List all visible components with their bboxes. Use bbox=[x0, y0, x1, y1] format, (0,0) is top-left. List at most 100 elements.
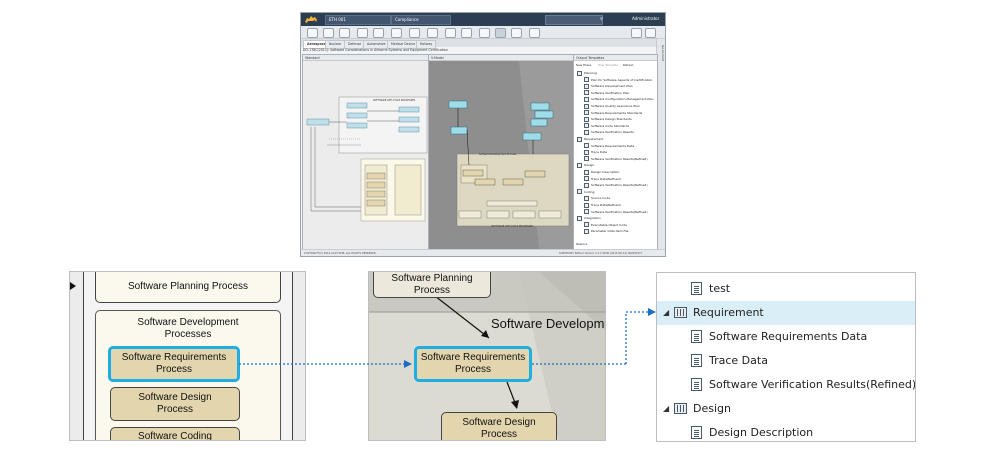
coding-process-box[interactable]: Software Coding bbox=[110, 427, 240, 440]
output-template-item[interactable]: Software Verification Results bbox=[576, 129, 634, 136]
export-icon[interactable] bbox=[529, 28, 540, 38]
document-icon bbox=[584, 176, 589, 182]
folder-group-icon bbox=[577, 70, 582, 76]
tree-row-label: Requirement bbox=[693, 306, 764, 319]
tab-railway[interactable]: Railway bbox=[416, 40, 437, 49]
output-template-item[interactable]: Parameter Data Item File bbox=[576, 228, 628, 235]
vmodel-diagram bbox=[429, 61, 574, 249]
output-phase-item[interactable]: Requirement bbox=[576, 136, 603, 143]
vmodel-icon[interactable] bbox=[495, 28, 506, 38]
vmodel-requirements-box[interactable]: Software Requirements Process bbox=[414, 346, 532, 382]
print-icon[interactable] bbox=[511, 28, 522, 38]
document-icon bbox=[691, 426, 702, 439]
output-template-item[interactable]: Trace Data bbox=[576, 149, 607, 156]
tree-item-label: Software Requirements Standards bbox=[591, 110, 643, 115]
table-icon[interactable] bbox=[373, 28, 384, 38]
expand-triangle-icon[interactable]: ◢ bbox=[663, 404, 670, 413]
search-input[interactable] bbox=[545, 15, 603, 25]
output-phase-item[interactable]: Design bbox=[576, 162, 594, 169]
output-template-item[interactable]: Design Description bbox=[576, 169, 619, 176]
output-phase-item[interactable]: Integration bbox=[576, 215, 601, 222]
output-phase-item[interactable]: Planning bbox=[576, 70, 597, 77]
output-template-item[interactable]: Software Development Plan bbox=[576, 83, 633, 90]
output-template-item[interactable]: Trace Data(Refined) bbox=[576, 202, 621, 209]
output-template-item[interactable]: Trace Data(Refined) bbox=[576, 176, 621, 183]
vmodel-planning-box[interactable]: Software Planning Process bbox=[373, 272, 491, 298]
arrow-right-icon bbox=[70, 282, 76, 290]
tree-row-label: Software Requirements Data bbox=[709, 330, 868, 343]
warning-icon[interactable] bbox=[445, 28, 456, 38]
document-icon bbox=[584, 116, 589, 122]
output-pane-header: Output Templates bbox=[574, 55, 657, 61]
output-template-item[interactable]: Plan for Software Aspects of Certificati… bbox=[576, 77, 652, 84]
grid-icon[interactable] bbox=[357, 28, 368, 38]
output-template-item[interactable]: Executable Object Code bbox=[576, 222, 627, 229]
tree-item-label: Executable Object Code bbox=[591, 222, 627, 227]
output-template-item[interactable]: Software Design Standards bbox=[576, 116, 632, 123]
tree-row-design-description[interactable]: Design Description bbox=[657, 421, 915, 441]
tree-row-software-requirements-data[interactable]: Software Requirements Data bbox=[657, 325, 915, 349]
planning-process-box[interactable]: Software Planning Process bbox=[95, 272, 281, 303]
output-template-item[interactable]: Source Code bbox=[576, 195, 610, 202]
output-template-item[interactable]: Software Quality Assurance Plan bbox=[576, 103, 640, 110]
module-select[interactable]: Compliance bbox=[391, 15, 451, 25]
output-template-item[interactable]: Software Requirements Standards bbox=[576, 110, 642, 117]
layers-icon[interactable] bbox=[427, 28, 438, 38]
folder-group-icon bbox=[674, 307, 687, 318]
tree-item-label: Software Verification Results(Refined) bbox=[591, 183, 648, 188]
user-menu[interactable]: Administrator bbox=[629, 15, 665, 23]
vmodel-dev-heading: Software Developm bbox=[491, 316, 605, 331]
module-select-label: Compliance bbox=[395, 17, 419, 22]
search-icon[interactable]: ⚲ bbox=[600, 16, 603, 21]
flag-icon[interactable] bbox=[461, 28, 472, 38]
requirements-process-box[interactable]: Software Requirements Process bbox=[108, 346, 240, 382]
settings-icon[interactable] bbox=[645, 28, 656, 38]
tree-row-test[interactable]: test bbox=[657, 277, 915, 301]
vmodel-pane-header: V-Model bbox=[429, 55, 574, 61]
output-template-item[interactable]: Software Verification Plan bbox=[576, 90, 629, 97]
refresh-button[interactable]: Refresh bbox=[622, 63, 634, 67]
expand-triangle-icon[interactable]: ◢ bbox=[663, 308, 670, 317]
triangle-icon[interactable] bbox=[479, 28, 490, 38]
document-icon bbox=[584, 182, 589, 188]
output-template-item[interactable]: Software Configuration Management Plan bbox=[576, 96, 654, 103]
window-icon[interactable] bbox=[631, 28, 642, 38]
compose-icon[interactable] bbox=[339, 28, 350, 38]
project-select[interactable]: ETH 001 bbox=[325, 15, 391, 25]
folder-group-icon bbox=[577, 215, 582, 221]
output-phase-item[interactable]: Coding bbox=[576, 189, 594, 196]
zoom-standard-panel: Software Planning Process Software Devel… bbox=[69, 271, 306, 441]
sidebar-label[interactable]: Go-to-Grid bbox=[661, 45, 665, 61]
tree-item-label: Software Design Standards bbox=[591, 117, 632, 122]
arrow-head-icon bbox=[648, 308, 656, 316]
app-screenshot: ETH 001 Compliance ⚲ Administrator Aeros… bbox=[300, 12, 666, 257]
doc-icon[interactable] bbox=[409, 28, 420, 38]
tree-item-label: Integration bbox=[584, 216, 601, 221]
design-process-box[interactable]: Software Design Process bbox=[110, 387, 240, 421]
new-phase-button[interactable]: New Phase bbox=[576, 63, 592, 67]
check-icon[interactable] bbox=[323, 28, 334, 38]
status-footer: COPYRIGHT(C) 2014-2015 RDB, ALL RIGHTS R… bbox=[301, 249, 665, 256]
home-icon[interactable] bbox=[307, 28, 318, 38]
document-icon bbox=[691, 330, 702, 343]
output-template-item[interactable]: Software Requirements Data bbox=[576, 143, 634, 150]
tree-row-requirement[interactable]: ◢ Requirement bbox=[657, 301, 915, 325]
vmodel-lifecycle-label: SOFTWARE LIFE CYCLE PROCESSES bbox=[491, 225, 534, 228]
folder-group-icon bbox=[577, 189, 582, 195]
output-template-item[interactable]: Software Code Standards bbox=[576, 123, 629, 130]
restore-button[interactable]: Restore bbox=[576, 242, 588, 246]
tree-item-label: Parameter Data Item File bbox=[591, 229, 629, 234]
tree-row-trace-data[interactable]: Trace Data bbox=[657, 349, 915, 373]
tree-row-design[interactable]: ◢ Design bbox=[657, 397, 915, 421]
folder-group-icon bbox=[577, 162, 582, 168]
output-template-item[interactable]: Software Verification Results(Refined) bbox=[576, 156, 648, 163]
tree-row-verification-results[interactable]: Software Verification Results(Refined) bbox=[657, 373, 915, 397]
output-template-item[interactable]: Software Verification Results(Refined) bbox=[576, 182, 648, 189]
new-template-button[interactable]: New Template bbox=[598, 63, 618, 67]
document-icon bbox=[691, 354, 702, 367]
folder-group-icon bbox=[577, 136, 582, 142]
output-template-item[interactable]: Software Verification Results(Refined) bbox=[576, 209, 648, 216]
list-icon[interactable] bbox=[391, 28, 402, 38]
vmodel-design-box[interactable]: Software Design Process bbox=[441, 412, 557, 440]
